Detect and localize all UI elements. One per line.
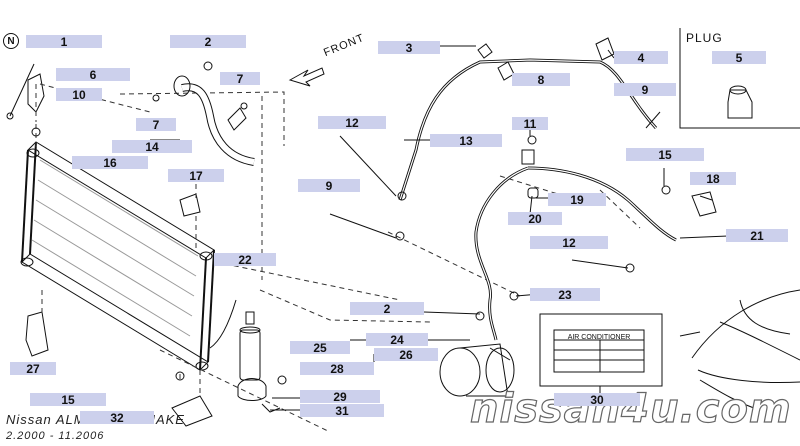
hose-14 bbox=[181, 83, 255, 166]
callout-part-19[interactable]: 19 bbox=[548, 193, 606, 207]
plug-5 bbox=[727, 85, 753, 119]
callout-part-7a[interactable]: 7 bbox=[220, 72, 260, 86]
callout-part-24[interactable]: 24 bbox=[366, 333, 428, 347]
callout-part-12b[interactable]: 12 bbox=[530, 236, 608, 250]
callout-part-29[interactable]: 29 bbox=[300, 390, 380, 404]
callout-part-28[interactable]: 28 bbox=[300, 362, 374, 376]
bracket-17 bbox=[179, 193, 201, 217]
callout-part-13[interactable]: 13 bbox=[430, 134, 502, 148]
callout-part-27[interactable]: 27 bbox=[10, 362, 56, 376]
callout-part-10[interactable]: 10 bbox=[56, 88, 102, 102]
callout-part-21[interactable]: 21 bbox=[726, 229, 788, 243]
callout-part-26[interactable]: 26 bbox=[374, 348, 438, 362]
bracket-32 bbox=[171, 395, 213, 427]
car-silhouette bbox=[679, 289, 800, 411]
callout-part-4[interactable]: 4 bbox=[614, 51, 668, 65]
n-symbol-icon: N bbox=[3, 33, 19, 49]
callout-part-2[interactable]: 2 bbox=[170, 35, 246, 49]
bracket-18 bbox=[691, 191, 717, 217]
callout-part-16[interactable]: 16 bbox=[72, 156, 148, 170]
bracket-6 bbox=[27, 73, 45, 113]
callout-part-18[interactable]: 18 bbox=[690, 172, 736, 186]
callout-part-15b[interactable]: 15 bbox=[30, 393, 106, 407]
plug-box-title: PLUG bbox=[686, 31, 723, 45]
callout-part-6[interactable]: 6 bbox=[56, 68, 130, 82]
callout-part-2b[interactable]: 2 bbox=[350, 302, 424, 316]
plug-box-frame bbox=[679, 28, 800, 129]
callout-part-5[interactable]: 5 bbox=[712, 51, 766, 65]
callout-part-8[interactable]: 8 bbox=[512, 73, 570, 87]
callout-part-11[interactable]: 11 bbox=[512, 117, 548, 131]
callout-part-31[interactable]: 31 bbox=[300, 404, 384, 418]
receiver-drier-25 bbox=[239, 311, 261, 381]
callout-part-15a[interactable]: 15 bbox=[626, 148, 704, 162]
callout-part-25[interactable]: 25 bbox=[290, 341, 350, 355]
footer-period: 2.2000 - 11.2006 bbox=[6, 430, 105, 442]
callout-part-32[interactable]: 32 bbox=[80, 411, 154, 425]
callout-part-12a[interactable]: 12 bbox=[318, 116, 386, 130]
callout-part-9b[interactable]: 9 bbox=[298, 179, 360, 193]
callout-part-14[interactable]: 14 bbox=[112, 140, 192, 154]
callout-part-17[interactable]: 17 bbox=[168, 169, 224, 183]
callout-part-3[interactable]: 3 bbox=[378, 41, 440, 55]
callout-part-1[interactable]: 1 bbox=[26, 35, 102, 49]
callout-part-7b[interactable]: 7 bbox=[136, 118, 176, 132]
callout-part-22[interactable]: 22 bbox=[214, 253, 276, 267]
callout-part-9a[interactable]: 9 bbox=[614, 83, 676, 97]
callout-part-20[interactable]: 20 bbox=[508, 212, 562, 226]
compressor-part bbox=[439, 343, 515, 397]
bracket-27 bbox=[25, 311, 49, 357]
ac-label-frame bbox=[539, 313, 663, 387]
callout-part-30[interactable]: 30 bbox=[554, 393, 640, 407]
ac-label-text: AIR CONDITIONER bbox=[567, 334, 631, 341]
callout-part-23[interactable]: 23 bbox=[530, 288, 600, 302]
front-arrow bbox=[288, 67, 325, 87]
